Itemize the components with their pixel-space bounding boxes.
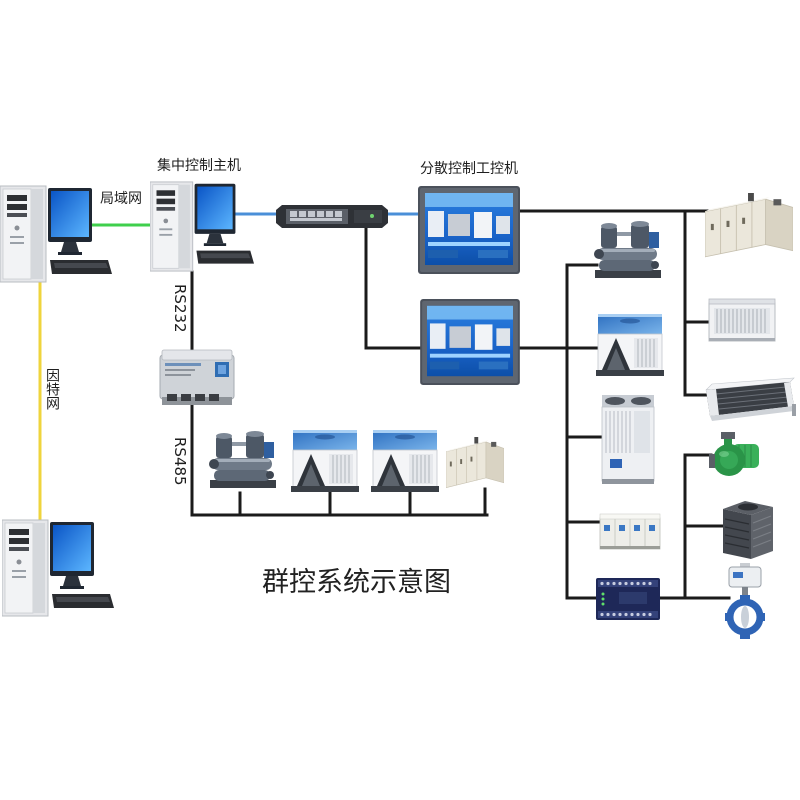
plc-module-icon	[596, 578, 660, 620]
air-handling-unit-icon-right	[705, 193, 793, 258]
air-cooled-chiller-icon-2	[370, 429, 440, 493]
distributed-ipc-label: 分散控制工控机	[420, 161, 518, 177]
switch-to-panel2-line	[364, 226, 422, 350]
diagram-title: 群控系统示意图	[262, 567, 451, 598]
air-handler-box-icon	[708, 298, 776, 342]
rs485-label: RS485	[171, 437, 189, 486]
central-host-label: 集中控制主机	[157, 158, 241, 174]
air-cooled-chiller-icon-right	[595, 313, 665, 377]
rs485-bus-line	[190, 404, 489, 517]
butterfly-valve-icon	[725, 563, 765, 639]
modular-air-cooled-unit-icon	[601, 395, 655, 485]
industrial-panel-pc-icon-2	[420, 299, 520, 385]
smart-controller-icon	[159, 349, 235, 406]
fan-coil-unit-icon	[705, 377, 796, 422]
water-cooled-chiller-icon-right	[594, 221, 661, 278]
central-host-pc-icon	[150, 181, 254, 272]
water-cooled-chiller-icon	[209, 431, 276, 488]
internet-workstation-pc-icon	[2, 519, 114, 617]
cooling-tower-icon	[722, 500, 774, 560]
industrial-panel-pc-icon	[418, 186, 520, 274]
air-cooled-chiller-icon	[290, 429, 360, 493]
rs232-label: RS232	[171, 284, 189, 333]
internet-label: 因特网	[44, 368, 60, 410]
air-handling-unit-icon	[446, 437, 504, 489]
network-switch-icon	[276, 205, 388, 228]
compact-air-handler-icon	[599, 513, 661, 550]
water-pump-icon	[709, 431, 760, 477]
lan-workstation-pc-icon	[0, 185, 112, 283]
lan-label: 局域网	[100, 191, 142, 207]
